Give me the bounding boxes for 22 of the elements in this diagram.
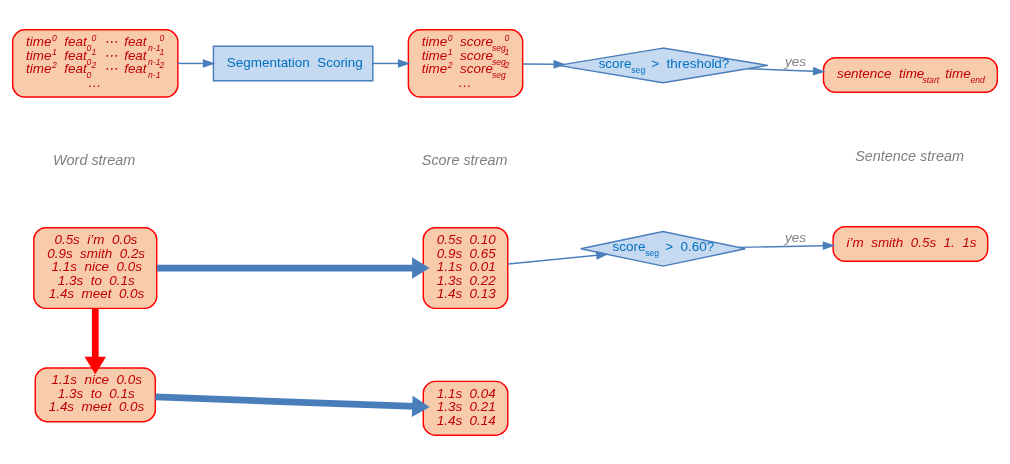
arrow (747, 66, 826, 76)
arrow (522, 59, 566, 69)
label: Word stream (53, 151, 136, 168)
label: Sentence stream (855, 147, 964, 164)
node-box: 0.5s 0.10 0.9s 0.65 1.1s 0.01 1.3s 0.22 1.4s 0.13 (422, 226, 509, 309)
arrow (84, 308, 106, 374)
node-box: 1.1s nice 0.0s 1.3s to 0.1s 1.4s meet 0.0s (34, 366, 156, 422)
arrow (157, 256, 430, 279)
node-box: Segmentation Scoring (212, 44, 374, 81)
node-box: sentence time$_{start}$ time$_{end}$ (822, 56, 999, 93)
node-box: 0.5s i’m 0.0s 0.9s smith 0.2s 1.1s nice 0.0s 1.3s to 0.1s 1.4s meet 0.0s (33, 226, 158, 309)
node-box: 1.1s 0.04 1.3s 0.21 1.4s 0.14 (422, 380, 509, 436)
node-diamond: score$_{seg}$ > 0.60? (580, 230, 746, 267)
arrow (372, 58, 411, 68)
arrow (507, 250, 609, 265)
node-box: i’m smith 0.5s 1. 1s (832, 225, 989, 262)
arrow (155, 393, 430, 417)
arrow (177, 58, 216, 68)
arrow (737, 240, 836, 250)
label: Score stream (421, 151, 508, 168)
edge-label: yes (785, 53, 806, 69)
edge-label: yes (785, 229, 806, 245)
